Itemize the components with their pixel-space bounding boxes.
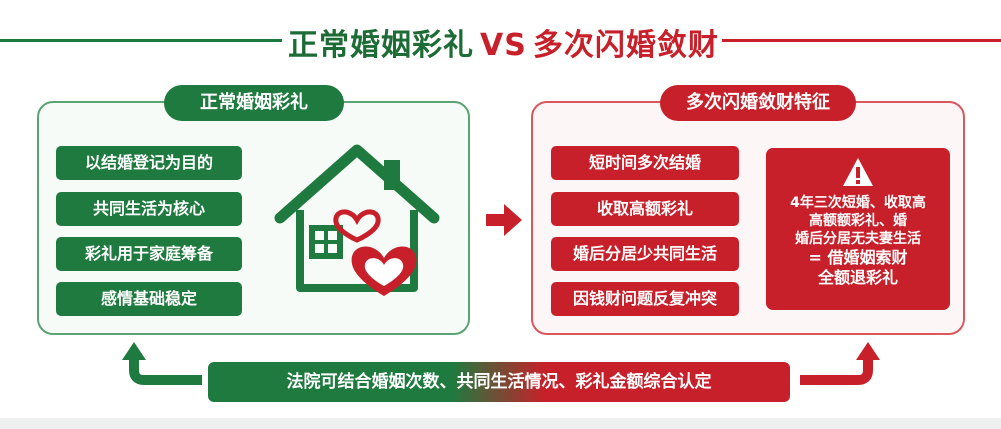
loop-arrow-up-right-icon bbox=[800, 340, 882, 398]
warning-line-3: 婚后分居无夫妻生活 bbox=[795, 231, 921, 247]
normal-panel-header: 正常婚姻彩礼 bbox=[164, 85, 344, 121]
arrow-right-icon bbox=[486, 202, 522, 238]
warning-triangle-icon bbox=[841, 156, 875, 188]
normal-item-3: 彩礼用于家庭筹备 bbox=[56, 237, 242, 271]
title-rule-left bbox=[0, 39, 282, 42]
warning-line-1: 4年三次短婚、收取高 bbox=[790, 195, 926, 211]
footer-strip bbox=[0, 418, 1001, 429]
warning-line-2: 高额额彩礼、婚 bbox=[809, 213, 907, 229]
flash-item-3: 婚后分居少共同生活 bbox=[551, 237, 739, 271]
title-vs-text: VS bbox=[480, 28, 527, 63]
house-with-hearts-icon bbox=[272, 138, 442, 308]
warning-box: 4年三次短婚、收取高 高额额彩礼、婚 婚后分居无夫妻生活 = 借婚姻索财 全额退… bbox=[766, 148, 950, 310]
flash-item-2: 收取高额彩礼 bbox=[551, 192, 739, 226]
flash-item-4: 因钱财问题反复冲突 bbox=[551, 282, 739, 316]
conclusion-bar: 法院可结合婚姻次数、共同生活情况、彩礼金额综合认定 bbox=[208, 362, 790, 402]
warning-line-4: = 借婚姻索财 bbox=[808, 248, 908, 267]
normal-item-4: 感情基础稳定 bbox=[56, 282, 242, 316]
normal-item-1: 以结婚登记为目的 bbox=[56, 146, 242, 180]
loop-arrow-up-left-icon bbox=[120, 340, 202, 398]
title-right-text: 多次闪婚敛财 bbox=[532, 28, 719, 63]
warning-text: 4年三次短婚、收取高 高额额彩礼、婚 婚后分居无夫妻生活 = 借婚姻索财 全额退… bbox=[770, 194, 946, 288]
flash-panel-header: 多次闪婚敛财特征 bbox=[660, 85, 856, 121]
normal-item-2: 共同生活为核心 bbox=[56, 192, 242, 226]
title-left-text: 正常婚姻彩礼 bbox=[288, 28, 474, 63]
warning-line-5: 全额退彩礼 bbox=[817, 268, 898, 287]
flash-item-1: 短时间多次结婚 bbox=[551, 146, 739, 180]
title-rule-right bbox=[722, 39, 1001, 42]
